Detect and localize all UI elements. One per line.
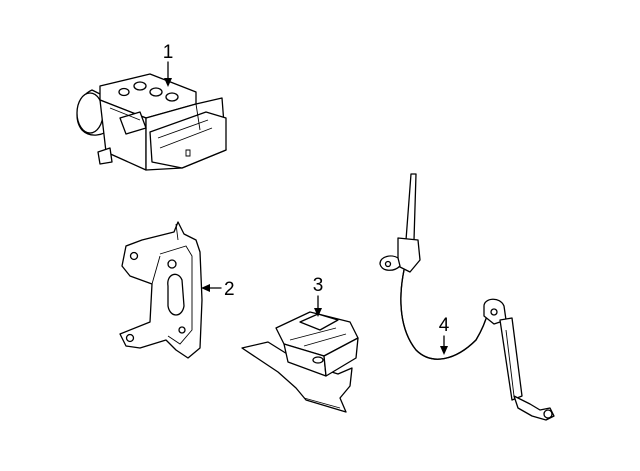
callout-4-arrowhead [440, 346, 448, 355]
callout-1-label: 1 [163, 42, 174, 63]
callout-3: 3 [313, 275, 324, 317]
callout-2-arrowhead [201, 284, 210, 292]
callout-4-label: 4 [439, 315, 450, 336]
callout-1: 1 [163, 42, 174, 87]
sensor-with-bracket [241, 311, 359, 413]
callout-2: 2 [201, 279, 235, 300]
callout-3-label: 3 [313, 275, 324, 296]
callout-2-label: 2 [224, 279, 235, 300]
wheel-speed-sensor-harness [379, 173, 555, 421]
abs-modulator-unit [76, 73, 227, 171]
callout-4: 4 [439, 315, 450, 355]
callout-1-arrowhead [164, 78, 172, 87]
callout-3-arrowhead [314, 308, 322, 317]
mounting-bracket [119, 221, 203, 359]
